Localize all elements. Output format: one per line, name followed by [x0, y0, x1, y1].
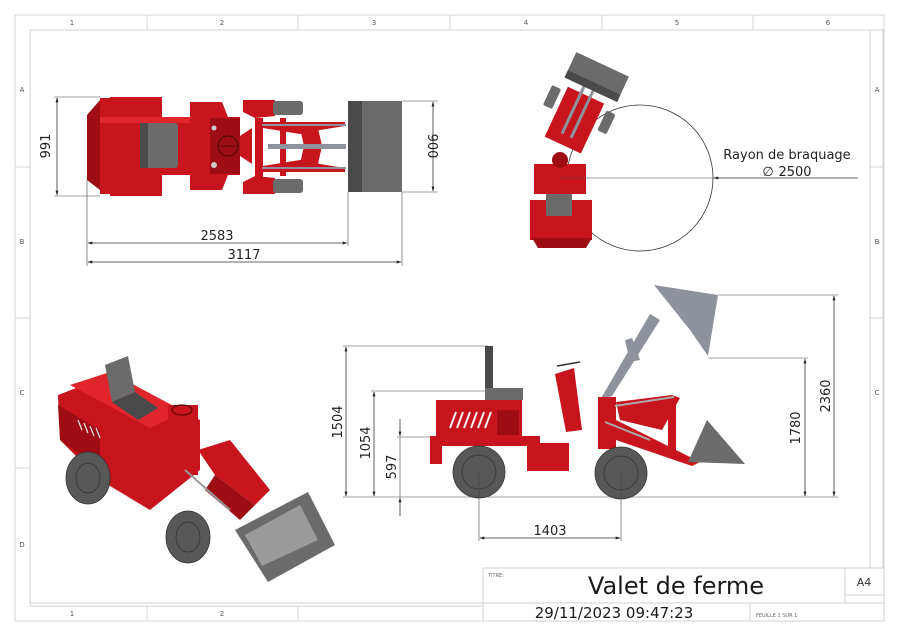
turning-radius-view: Rayon de braquage ∅ 2500 [530, 52, 858, 252]
isometric-view [58, 356, 335, 582]
drawing-date: 29/11/2023 09:47:23 [535, 604, 694, 622]
dimension-body-length: 2583 [200, 229, 233, 244]
row-label: A [875, 86, 880, 94]
dimension-overall-height: 1504 [331, 405, 346, 438]
sheet-format: A4 [857, 576, 872, 589]
column-labels-top: 1 2 3 4 5 6 [70, 19, 831, 27]
column-label: 5 [675, 19, 679, 27]
column-label: 1 [70, 19, 74, 27]
title-label: TITRE: [487, 573, 504, 579]
row-label: C [20, 389, 25, 397]
row-labels-right: A B C [875, 86, 880, 397]
drawing-title: Valet de ferme [588, 572, 764, 600]
row-label: D [19, 541, 24, 549]
row-label: C [875, 389, 880, 397]
column-label: 2 [220, 610, 224, 618]
dimension-total-length: 3117 [227, 248, 260, 263]
column-label: 3 [372, 19, 376, 27]
column-label: 4 [524, 19, 529, 27]
row-labels-left: A B C D [19, 86, 24, 549]
side-view: 1504 1054 597 1403 1780 2360 [331, 285, 838, 541]
top-view: 991 900 2583 3117 [39, 96, 439, 266]
dimension-bucket-raised: 1780 [789, 411, 804, 444]
dimension-max-height: 2360 [819, 379, 834, 412]
dimension-frame-height: 597 [385, 455, 400, 480]
dimension-wheelbase: 1403 [533, 524, 566, 539]
turning-radius-label: Rayon de braquage [723, 148, 850, 163]
column-label: 1 [70, 610, 74, 618]
row-label: B [875, 238, 880, 246]
column-label: 6 [826, 19, 831, 27]
dimension-width: 991 [39, 134, 54, 159]
dimension-seat-height: 1054 [359, 426, 374, 459]
row-label: B [20, 238, 25, 246]
turning-diameter-value: 2500 [778, 165, 811, 180]
column-label: 2 [220, 19, 224, 27]
sheet-count: FEUILLE 1 SUR 1 [756, 613, 797, 619]
column-labels-bottom: 1 2 [70, 610, 224, 618]
diameter-symbol: ∅ [762, 165, 773, 180]
row-label: A [20, 86, 25, 94]
title-block: TITRE: Valet de ferme A4 29/11/2023 09:4… [30, 567, 885, 622]
dimension-bucket-width: 900 [424, 134, 439, 159]
sheet-frame [14, 14, 885, 622]
